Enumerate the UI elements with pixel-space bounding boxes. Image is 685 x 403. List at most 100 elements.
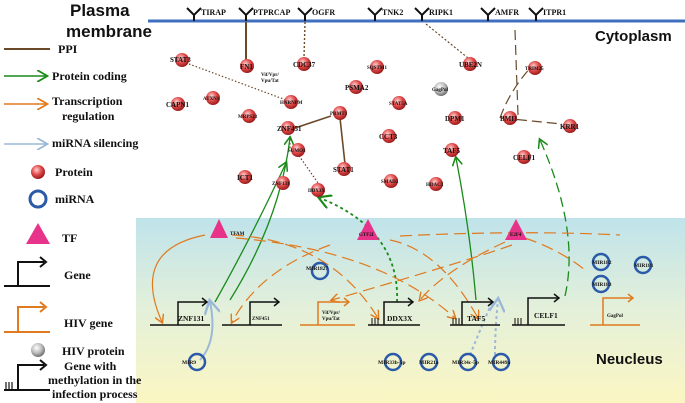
protein-label: ZNF131: [272, 182, 290, 187]
legend-mirna: miRNA: [28, 189, 95, 209]
legend-mirna-silencing: miRNA silencing: [4, 136, 138, 150]
receptor-itpr1: ITPR1: [528, 7, 566, 21]
tf-label: E2F4: [510, 233, 522, 238]
protein-label: SQSTM1: [367, 66, 388, 71]
receptor-ogfr: OGFR: [297, 7, 335, 21]
legend-methylated-gene-label-line1: Gene with: [64, 359, 117, 373]
tf-label: TFAM: [230, 232, 245, 237]
tf-e2f4: E2F4: [505, 219, 527, 240]
legend-methylated-gene: Gene with methylation in the infection p…: [4, 359, 142, 401]
nucleus-title: Neucleus: [596, 351, 663, 368]
gene-label: CELF1: [534, 311, 558, 320]
receptor-ptprcap: PTPRCAP: [238, 7, 290, 21]
mirna-mir33b: MIR33b-5p: [378, 352, 406, 372]
protein-label: TRIM25: [525, 67, 544, 72]
tf-label: GTF2I: [359, 233, 374, 238]
legend-protein-label: Protein: [55, 165, 93, 179]
legend-mirna-silencing-label: miRNA silencing: [52, 136, 138, 150]
legend-protein-coding-label: Protein coding: [52, 69, 127, 83]
protein-dpm1: DPM1: [445, 111, 465, 125]
legend-transcription-regulation-label-line1: Transcription: [52, 94, 123, 108]
receptor-tirap: TIRAP: [186, 7, 226, 21]
mirna-label: MIR33b-5p: [378, 360, 406, 366]
protein-bmi1: BMI1: [500, 111, 518, 125]
protein-psma2: PSMA2: [345, 80, 369, 94]
gene-ddx3x: DDX3X: [368, 297, 420, 326]
protein-label: PRMT1: [330, 112, 348, 117]
tf-gtf2i: GTF2I: [357, 219, 379, 240]
mirna-mir21a: MIR21a: [419, 352, 439, 372]
mirna-mir449a: MIR449a: [488, 352, 511, 372]
mirna-label: MIR449a: [488, 360, 511, 366]
protein-label: BMI1: [500, 115, 518, 123]
gene-celf1: CELF1: [512, 293, 565, 326]
receptor-label: PTPRCAP: [253, 8, 290, 17]
legend-hiv-protein: HIV protein: [31, 343, 125, 358]
protein-trim25: TRIM25: [525, 61, 544, 75]
gene-label: ZNF451: [252, 317, 270, 322]
protein-krr1: KRR1: [560, 119, 580, 133]
protein-stat1: STAT1: [333, 162, 354, 176]
protein-stat5a: STAT5A: [389, 96, 408, 110]
protein-label: STAT1: [333, 166, 354, 174]
plasma-membrane-title-line1: Plasma: [70, 1, 130, 20]
mirna-label: MIR182: [592, 260, 612, 266]
cytoplasm-title: Cytoplasm: [595, 28, 672, 45]
protein-label: UBE2N: [459, 61, 482, 69]
protein-cdc37: CDC37: [293, 57, 316, 71]
legend-transcription-regulation: Transcription regulation: [4, 94, 123, 123]
receptor-amfr: AMFR: [480, 7, 519, 21]
protein-atxn1: ATXN1: [203, 91, 220, 105]
protein-label: DDX3X: [308, 189, 325, 194]
legend-methylated-gene-label-line3: infection process: [52, 387, 138, 401]
receptor-label: RIPK1: [429, 8, 453, 17]
protein-label: FN1: [240, 63, 253, 71]
receptor-tnk2: TNK2: [367, 7, 403, 21]
hiv-protein-gagpol: GagPol: [432, 82, 448, 96]
protein-sumo3: SUMO3: [288, 143, 306, 157]
protein-label: CDC37: [293, 61, 316, 69]
receptor-label: TNK2: [382, 8, 403, 17]
hiv-gene-gagpol: GagPol: [590, 293, 640, 326]
protein-smad2: SMAD2: [381, 174, 399, 188]
legend-tf-label: TF: [62, 231, 77, 245]
nucleus-region: [136, 218, 685, 403]
mirna-label: MIR181: [634, 263, 654, 269]
mirna-label: MIR9: [182, 360, 196, 366]
protein-sqstm1: SQSTM1: [367, 60, 388, 74]
protein-znf131: ZNF131: [272, 176, 290, 190]
legend-ppi-label: PPI: [58, 42, 78, 56]
mirna-mir181: MIR181: [633, 255, 654, 275]
protein-label: PSMA2: [345, 84, 369, 92]
protein-ict1: ICT1: [237, 170, 253, 184]
protein-taf5: TAF5: [443, 143, 460, 157]
hiv-protein-vif-vpr-vpu-tat: Vif/Vpr/ Vpu/Tat: [261, 73, 279, 84]
protein-cct3: CCT3: [379, 129, 398, 143]
receptor-label: ITPR1: [543, 8, 566, 17]
mirna-mir34c: MIR34c-5p: [452, 352, 479, 372]
mirna-mir1827: MIR1827: [306, 261, 330, 281]
protein-label: ATXN1: [203, 97, 220, 102]
protein-prmt1: PRMT1: [330, 106, 348, 120]
protein-label: ICT1: [237, 174, 253, 182]
protein-celf1: CELF1: [513, 150, 536, 164]
legend-transcription-regulation-label-line2: regulation: [62, 109, 115, 123]
protein-znf451: ZNF451: [277, 121, 302, 135]
protein-fn1: FN1: [240, 59, 254, 73]
protein-ube2n: UBE2N: [459, 57, 482, 71]
legend-tf: TF: [26, 223, 77, 245]
mirna-mir9: MIR9: [182, 352, 207, 372]
legend-hiv-gene-label: HIV gene: [64, 316, 113, 330]
hiv-protein-label-line1: Vif/Vpr/: [261, 73, 279, 78]
legend-protein: Protein: [31, 165, 93, 179]
protein-label: SMAD2: [381, 180, 399, 185]
legend-ppi: PPI: [4, 42, 78, 56]
gene-label: TAF5: [467, 314, 485, 323]
protein-label: DPM1: [445, 115, 465, 123]
legend-gene: Gene: [4, 256, 91, 287]
protein-label: TAF5: [443, 147, 460, 155]
mirna-label: MIR34c-5p: [452, 360, 479, 366]
plasma-membrane-title-line2: membrane: [66, 22, 152, 41]
mirna-label: MIR183: [592, 282, 612, 288]
protein-label: CCT3: [379, 133, 398, 141]
